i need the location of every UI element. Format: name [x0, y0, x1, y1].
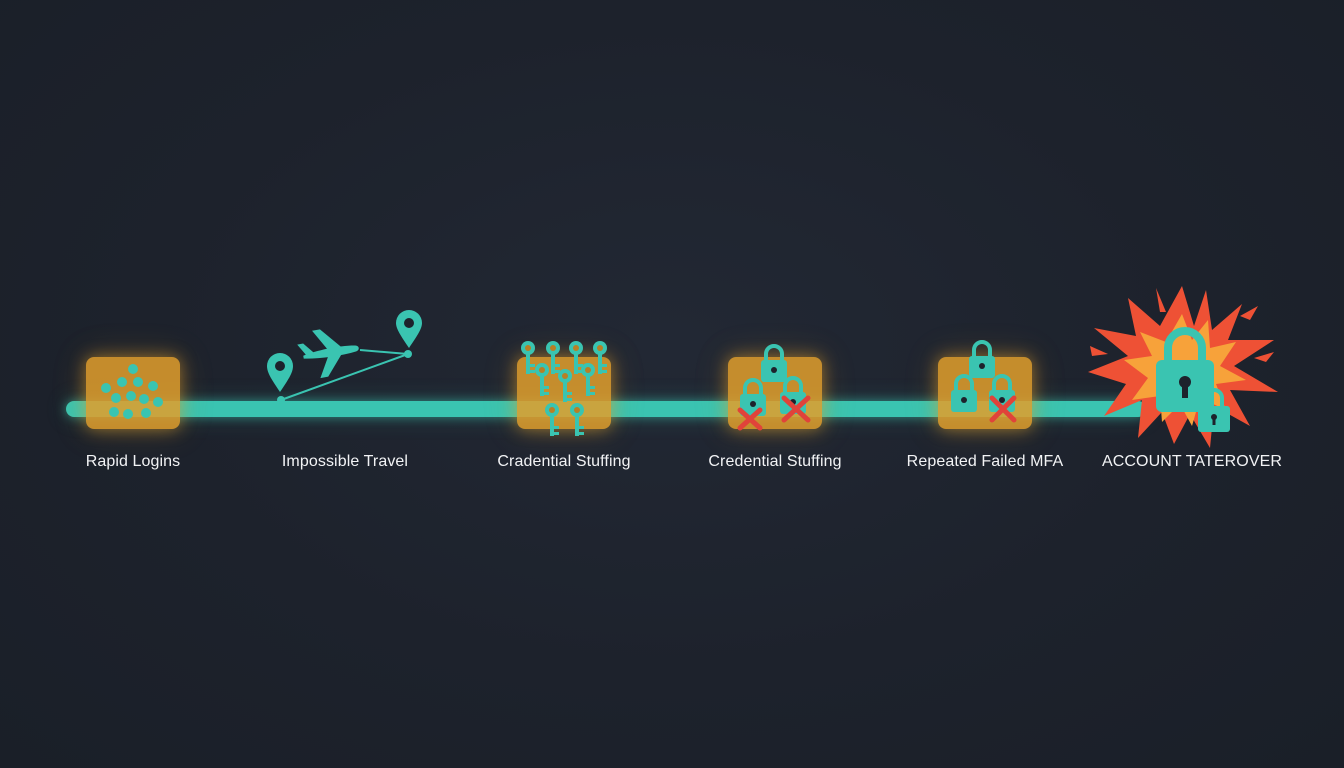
locks-failed-mfa-icon [951, 340, 1017, 423]
event-label-impossible-travel: Impossible Travel [281, 453, 409, 470]
event-label-credential-stuffing: Credential Stuffing [708, 453, 842, 470]
dots-cluster-icon [101, 364, 163, 419]
keys-icon [521, 341, 607, 436]
airplane-route-icon [267, 310, 422, 404]
locks-failed-icon [737, 344, 811, 431]
event-label-rapid-logins: Rapid Logins [85, 453, 181, 470]
fail-x-icon [737, 395, 811, 431]
event-label-account-takeover: ACCOUNT TATEROVER [1101, 453, 1283, 470]
event-label-repeated-failed-mfa: Repeated Failed MFA [906, 453, 1064, 470]
explosion-lock-icon [1088, 286, 1278, 448]
event-label-cradential-stuffing: Cradential Stuffing [497, 453, 631, 470]
